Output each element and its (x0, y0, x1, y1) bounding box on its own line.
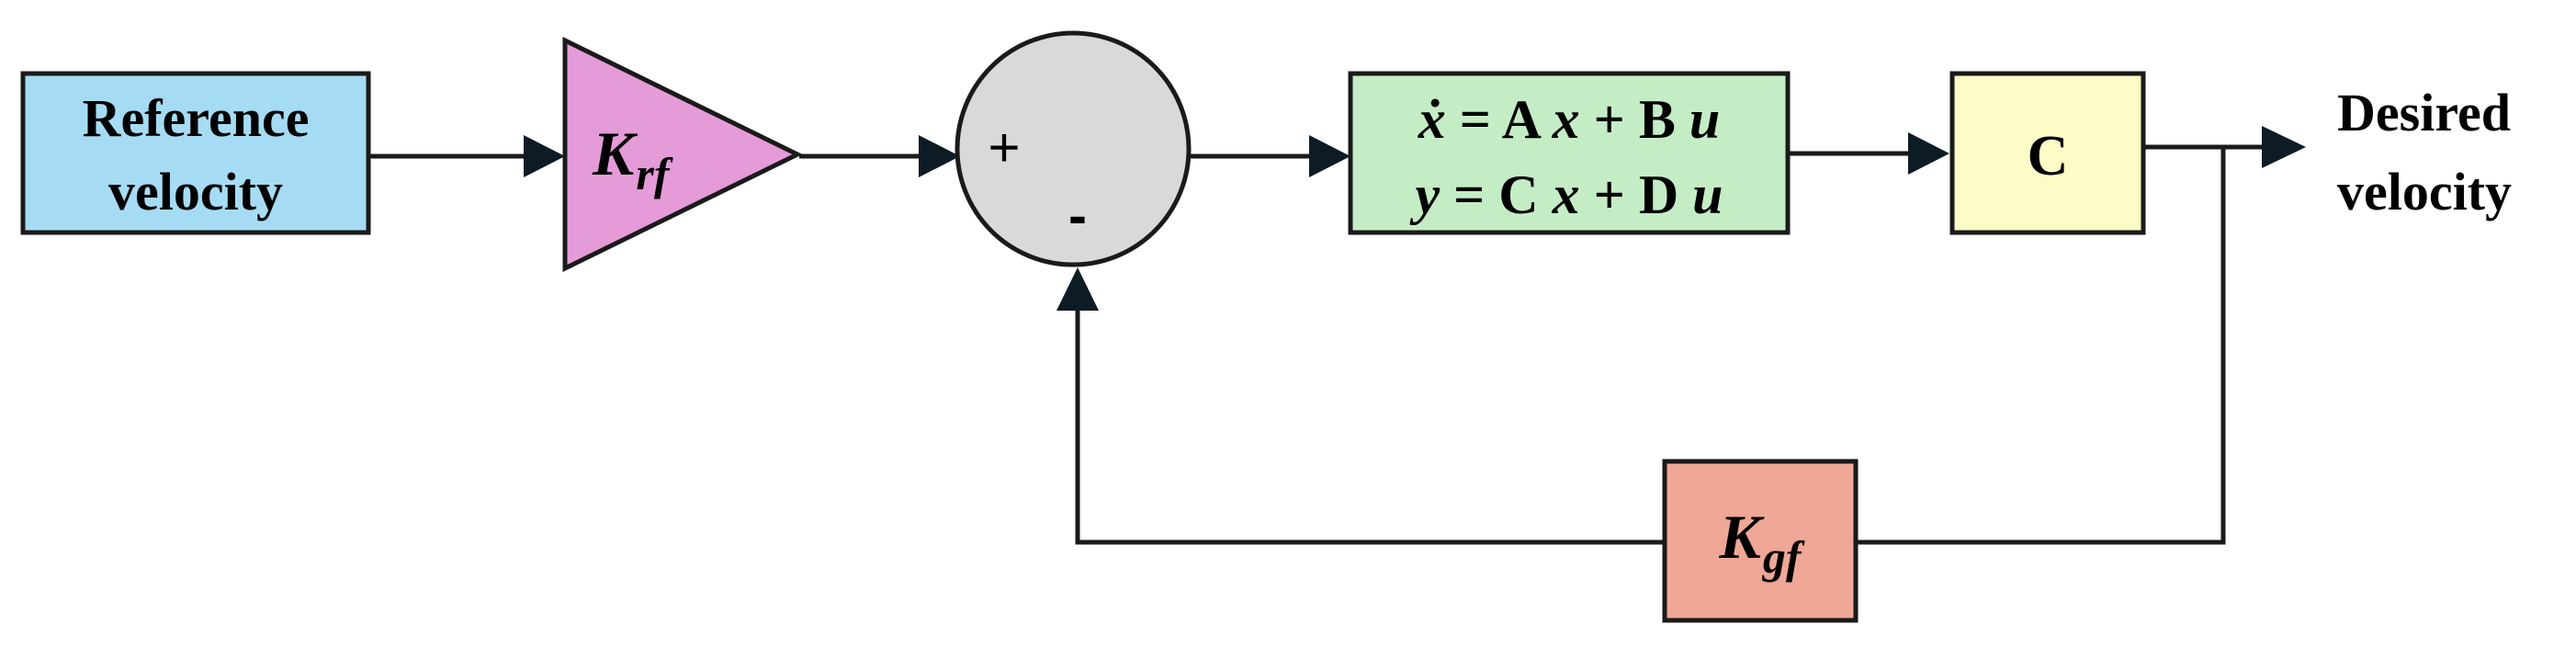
wire-feedback-return (1075, 308, 1663, 545)
signal-wires (370, 144, 2265, 545)
summing-junction-circle (955, 30, 1192, 267)
desired-velocity-line2: velocity (2337, 162, 2512, 221)
kgf-gain-block: Kgf (1662, 459, 1859, 623)
kgf-gain-main: K (1718, 502, 1765, 572)
state-derivative-symbol: ẋ (1418, 89, 1446, 150)
arrowhead-into-sum (919, 135, 960, 177)
arrowhead-into-krf (524, 135, 565, 177)
kgf-gain-label: Kgf (1718, 502, 1804, 583)
output-equation-c-term: = C (1440, 165, 1553, 225)
state-equation-b-term: + B (1580, 89, 1689, 150)
output-symbol-y: y (1409, 165, 1440, 225)
arrowhead-into-state-space (1309, 135, 1350, 177)
state-equation-a-term: = A (1446, 89, 1553, 150)
output-equation: y = C x + D u (1409, 165, 1723, 225)
sum-minus-sign: - (1068, 185, 1087, 246)
desired-velocity-line1: Desired (2337, 83, 2511, 142)
summing-junction: + - (955, 30, 1192, 267)
krf-gain-main: K (592, 119, 638, 188)
arrowhead-into-c (1908, 132, 1949, 175)
state-equation-u: u (1689, 89, 1720, 150)
state-equation: ẋ = A x + B u (1418, 89, 1721, 150)
krf-gain-triangle (562, 36, 803, 273)
output-equation-x: x (1552, 165, 1580, 225)
reference-velocity-box (20, 71, 371, 235)
state-space-block: ẋ = A x + B u y = C x + D u (1348, 71, 1791, 235)
kgf-gain-box (1662, 459, 1859, 623)
sum-plus-sign: + (988, 117, 1020, 178)
output-equation-d-term: + D (1580, 165, 1693, 225)
output-equation-u: u (1692, 165, 1723, 225)
arrowhead-output (2262, 126, 2306, 168)
desired-velocity-output: Desired velocity (2337, 83, 2512, 221)
c-matrix-box (1949, 71, 2146, 235)
state-equation-x: x (1552, 89, 1580, 150)
reference-velocity-block: Reference velocity (20, 71, 371, 235)
krf-gain-label: Krf (592, 119, 673, 199)
wire-feedback-takeoff (1856, 147, 2226, 545)
kgf-gain-subscript: gf (1762, 531, 1805, 583)
krf-gain-block: Krf (562, 36, 803, 273)
arrowhead-into-sum-feedback (1056, 267, 1099, 311)
reference-label-line1: Reference (83, 88, 310, 148)
state-space-box (1348, 71, 1791, 235)
c-matrix-label: C (2028, 125, 2069, 187)
arrowheads (524, 126, 2306, 311)
c-matrix-block: C (1949, 71, 2146, 235)
krf-gain-subscript: rf (636, 148, 672, 199)
reference-label-line2: velocity (108, 162, 283, 221)
